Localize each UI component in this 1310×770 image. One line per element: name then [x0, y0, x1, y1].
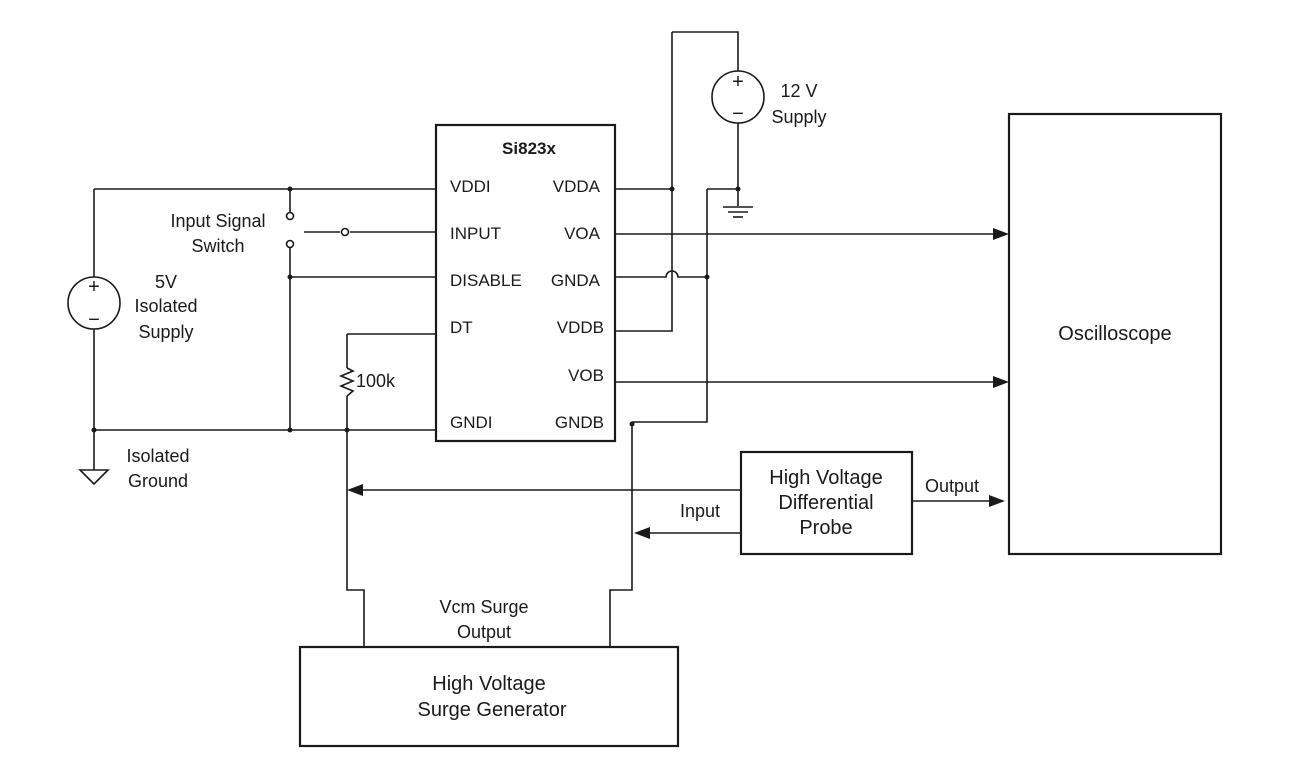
- resistor-label: 100k: [356, 371, 396, 391]
- pin-vddb: VDDB: [557, 318, 604, 337]
- isolated-ground-icon: [78, 469, 110, 486]
- isolated-ground-label-1: Isolated: [126, 446, 189, 466]
- svg-text:+: +: [732, 71, 744, 93]
- surge-output-label-1: Vcm Surge: [439, 597, 528, 617]
- isolated-ground-label-2: Ground: [128, 471, 188, 491]
- differential-probe: High Voltage Differential Probe: [739, 450, 914, 556]
- five-volt-label-3: Supply: [138, 322, 193, 342]
- pin-vob: VOB: [568, 366, 604, 385]
- surge-generator-label-1: High Voltage: [432, 673, 545, 695]
- pin-voa: VOA: [564, 224, 601, 243]
- voltage-source-icon: [67, 276, 121, 330]
- arrow-probe-output-icon: [989, 495, 1005, 507]
- probe-label-1: High Voltage: [769, 467, 882, 489]
- five-volt-supply: + −: [67, 276, 121, 331]
- voltage-source-icon: [711, 70, 765, 124]
- oscilloscope: Oscilloscope: [1007, 112, 1223, 556]
- oscilloscope-label: Oscilloscope: [1058, 323, 1171, 345]
- si823x-chip: Si823x VDDI INPUT DISABLE DT GNDI VDDA V…: [434, 123, 617, 443]
- probe-output-label: Output: [925, 476, 979, 496]
- twelve-volt-label-2: Supply: [771, 107, 826, 127]
- five-volt-label-2: Isolated: [134, 296, 197, 316]
- five-volt-label-1: 5V: [155, 272, 177, 292]
- pin-gndi: GNDI: [450, 413, 493, 432]
- earth-ground-icon: [723, 206, 753, 218]
- svg-text:+: +: [88, 276, 100, 298]
- pin-vddi: VDDI: [450, 177, 491, 196]
- surge-generator: High Voltage Surge Generator: [298, 645, 680, 748]
- resistor-icon: [338, 367, 356, 397]
- input-side-wiring: [93, 188, 436, 647]
- junction-dots-left: [91, 186, 350, 433]
- svg-text:−: −: [88, 309, 100, 331]
- probe-input-label: Input: [680, 501, 720, 521]
- surge-generator-label-2: Surge Generator: [418, 699, 567, 721]
- switch-label-1: Input Signal: [170, 211, 265, 231]
- pin-gndb: GNDB: [555, 413, 604, 432]
- probe-label-3: Probe: [799, 517, 852, 539]
- switch-label-2: Switch: [191, 236, 244, 256]
- arrow-voa-icon: [993, 228, 1009, 240]
- switch-pole-icon: [340, 227, 350, 237]
- pin-disable: DISABLE: [450, 271, 522, 290]
- pin-input: INPUT: [450, 224, 501, 243]
- twelve-volt-supply: + −: [711, 70, 765, 125]
- pin-gnda: GNDA: [551, 271, 601, 290]
- arrow-vob-icon: [993, 376, 1009, 388]
- svg-text:−: −: [732, 103, 744, 125]
- switch-contact-icon: [285, 239, 295, 249]
- arrow-probe-to-gndi-icon: [347, 484, 363, 496]
- pin-dt: DT: [450, 318, 473, 337]
- junction-dots-right: [629, 186, 741, 427]
- input-signal-switch: [285, 211, 350, 249]
- output-side-wiring: [609, 31, 995, 647]
- switch-contact-icon: [285, 211, 295, 221]
- probe-label-2: Differential: [778, 492, 873, 514]
- surge-output-label-2: Output: [457, 622, 511, 642]
- pin-vdda: VDDA: [553, 177, 601, 196]
- chip-title: Si823x: [502, 139, 556, 158]
- twelve-volt-label-1: 12 V: [780, 81, 817, 101]
- arrow-probe-to-gndb-icon: [634, 527, 650, 539]
